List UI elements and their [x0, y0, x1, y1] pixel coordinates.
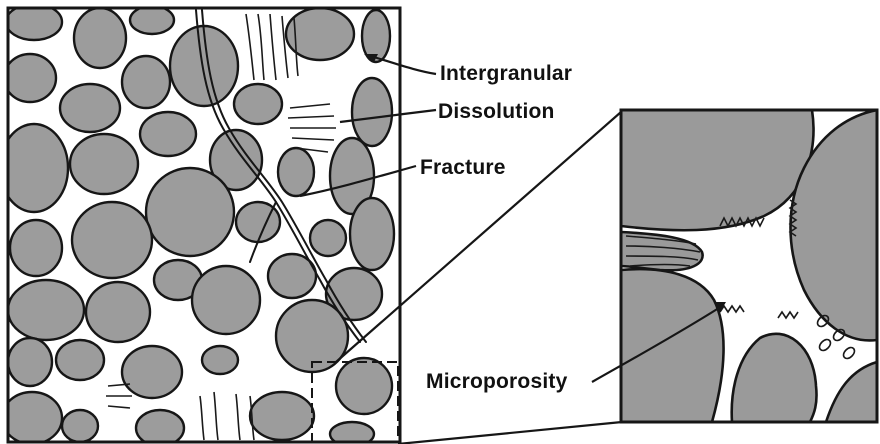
label-microporosity: Microporosity	[426, 370, 568, 393]
label-fracture: Fracture	[420, 156, 506, 179]
label-intergranular: Intergranular	[440, 62, 572, 85]
thin-section-panel	[0, 4, 400, 444]
microporosity-inset	[621, 110, 877, 422]
label-dissolution: Dissolution	[438, 100, 555, 123]
